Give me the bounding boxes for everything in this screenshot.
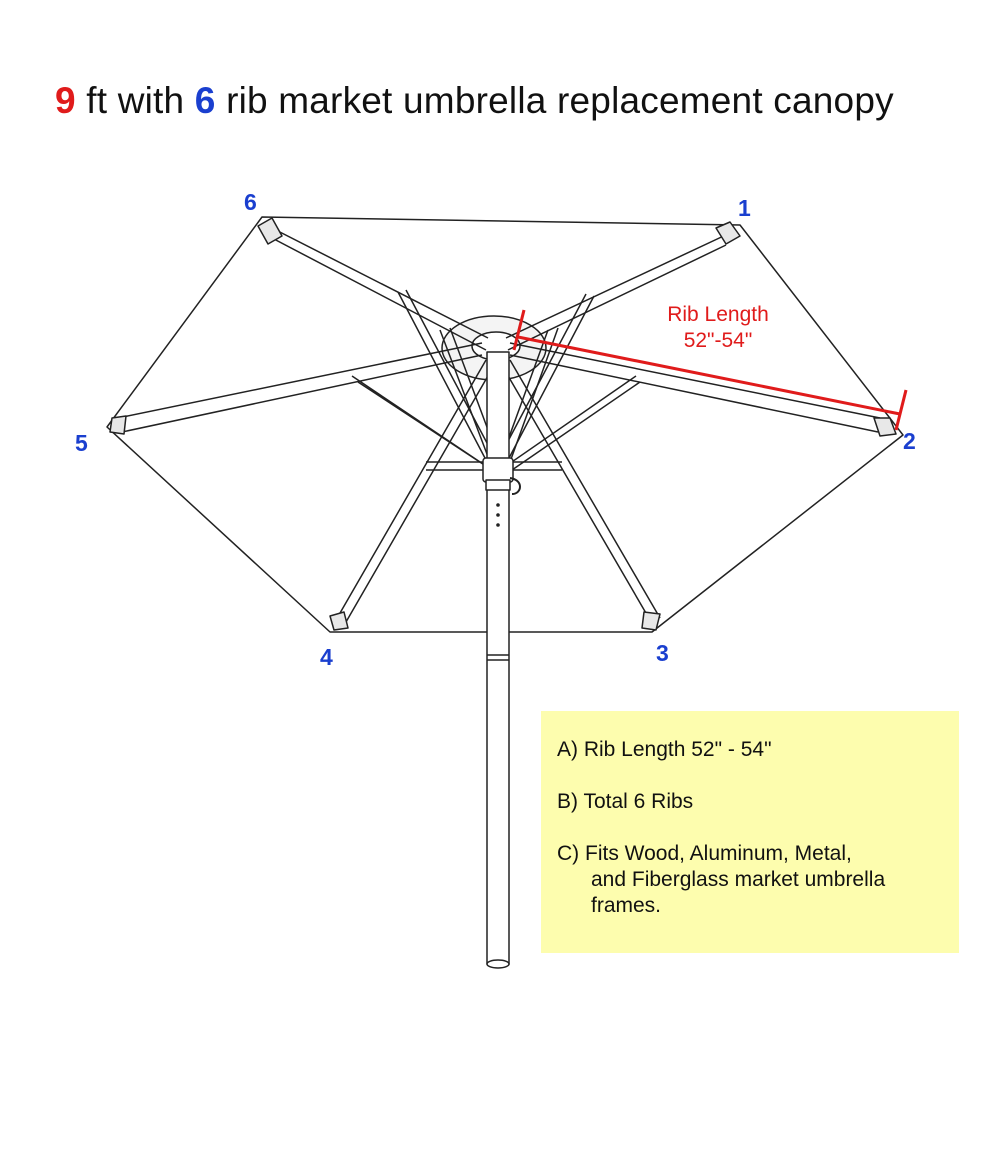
rib-length-label-line2: 52"-54" <box>683 329 753 352</box>
size-text: ft with <box>86 80 185 121</box>
ribs <box>117 225 881 623</box>
dimension-line <box>517 335 901 416</box>
rib-5 <box>117 342 483 433</box>
runner <box>482 457 514 483</box>
rib-number-3: 3 <box>656 640 669 666</box>
strut-c <box>351 375 493 471</box>
rib-length-dimension <box>512 309 908 431</box>
pole-bottom <box>486 959 510 969</box>
title-rest-text: rib market umbrella replacement canopy <box>226 80 894 121</box>
pole-joint <box>487 654 509 661</box>
rib-length-label-line1: Rib Length <box>667 303 769 326</box>
rib-number-2: 2 <box>903 428 916 454</box>
strut-d <box>505 375 641 471</box>
strut-b <box>497 293 595 461</box>
dimension-tick-start <box>512 309 526 351</box>
tilt-crank-icon <box>509 477 521 495</box>
specifications-box: A) Rib Length 52" - 54" B) Total 6 Ribs … <box>541 711 959 953</box>
rib-2 <box>509 342 881 433</box>
size-value: 9 <box>55 80 76 121</box>
rib-tip-5 <box>109 415 127 435</box>
rib-tip-2 <box>873 417 897 437</box>
rib-1 <box>505 232 731 351</box>
spec-fits-line3: frames. <box>591 894 662 917</box>
spec-fits-frames: C) Fits Wood, Aluminum, Metal, and Fiber… <box>557 841 959 919</box>
rib-tip-6 <box>257 217 283 245</box>
strut-a <box>397 289 497 461</box>
tilt-collar <box>485 479 511 491</box>
rib-3 <box>499 359 661 621</box>
rib-number-5: 5 <box>75 430 88 456</box>
spec-rib-length: A) Rib Length 52" - 54" <box>557 738 772 761</box>
dimension-tick-end <box>894 389 908 431</box>
umbrella-pole <box>486 351 510 965</box>
rib-tip-4 <box>329 611 349 631</box>
pole-holes <box>496 503 500 527</box>
spec-fits-line1: C) Fits Wood, Aluminum, Metal, <box>557 842 852 865</box>
rib-tip-1 <box>715 221 741 245</box>
spec-total-ribs: B) Total 6 Ribs <box>557 790 694 813</box>
spec-fits-line2: and Fiberglass market umbrella <box>591 868 886 891</box>
rib-number-6: 6 <box>244 189 257 215</box>
rib-length-label: Rib Length 52"-54" <box>648 302 788 354</box>
page-title: 9 ft with 6 rib market umbrella replacem… <box>55 80 894 122</box>
rib-tip-3 <box>641 611 661 631</box>
rib-4 <box>335 359 497 623</box>
rib-6 <box>267 225 489 351</box>
rib-count-value: 6 <box>194 80 216 121</box>
rib-number-1: 1 <box>738 195 751 221</box>
rib-number-4: 4 <box>320 644 333 670</box>
struts <box>351 289 641 471</box>
rib-tips <box>109 217 897 631</box>
